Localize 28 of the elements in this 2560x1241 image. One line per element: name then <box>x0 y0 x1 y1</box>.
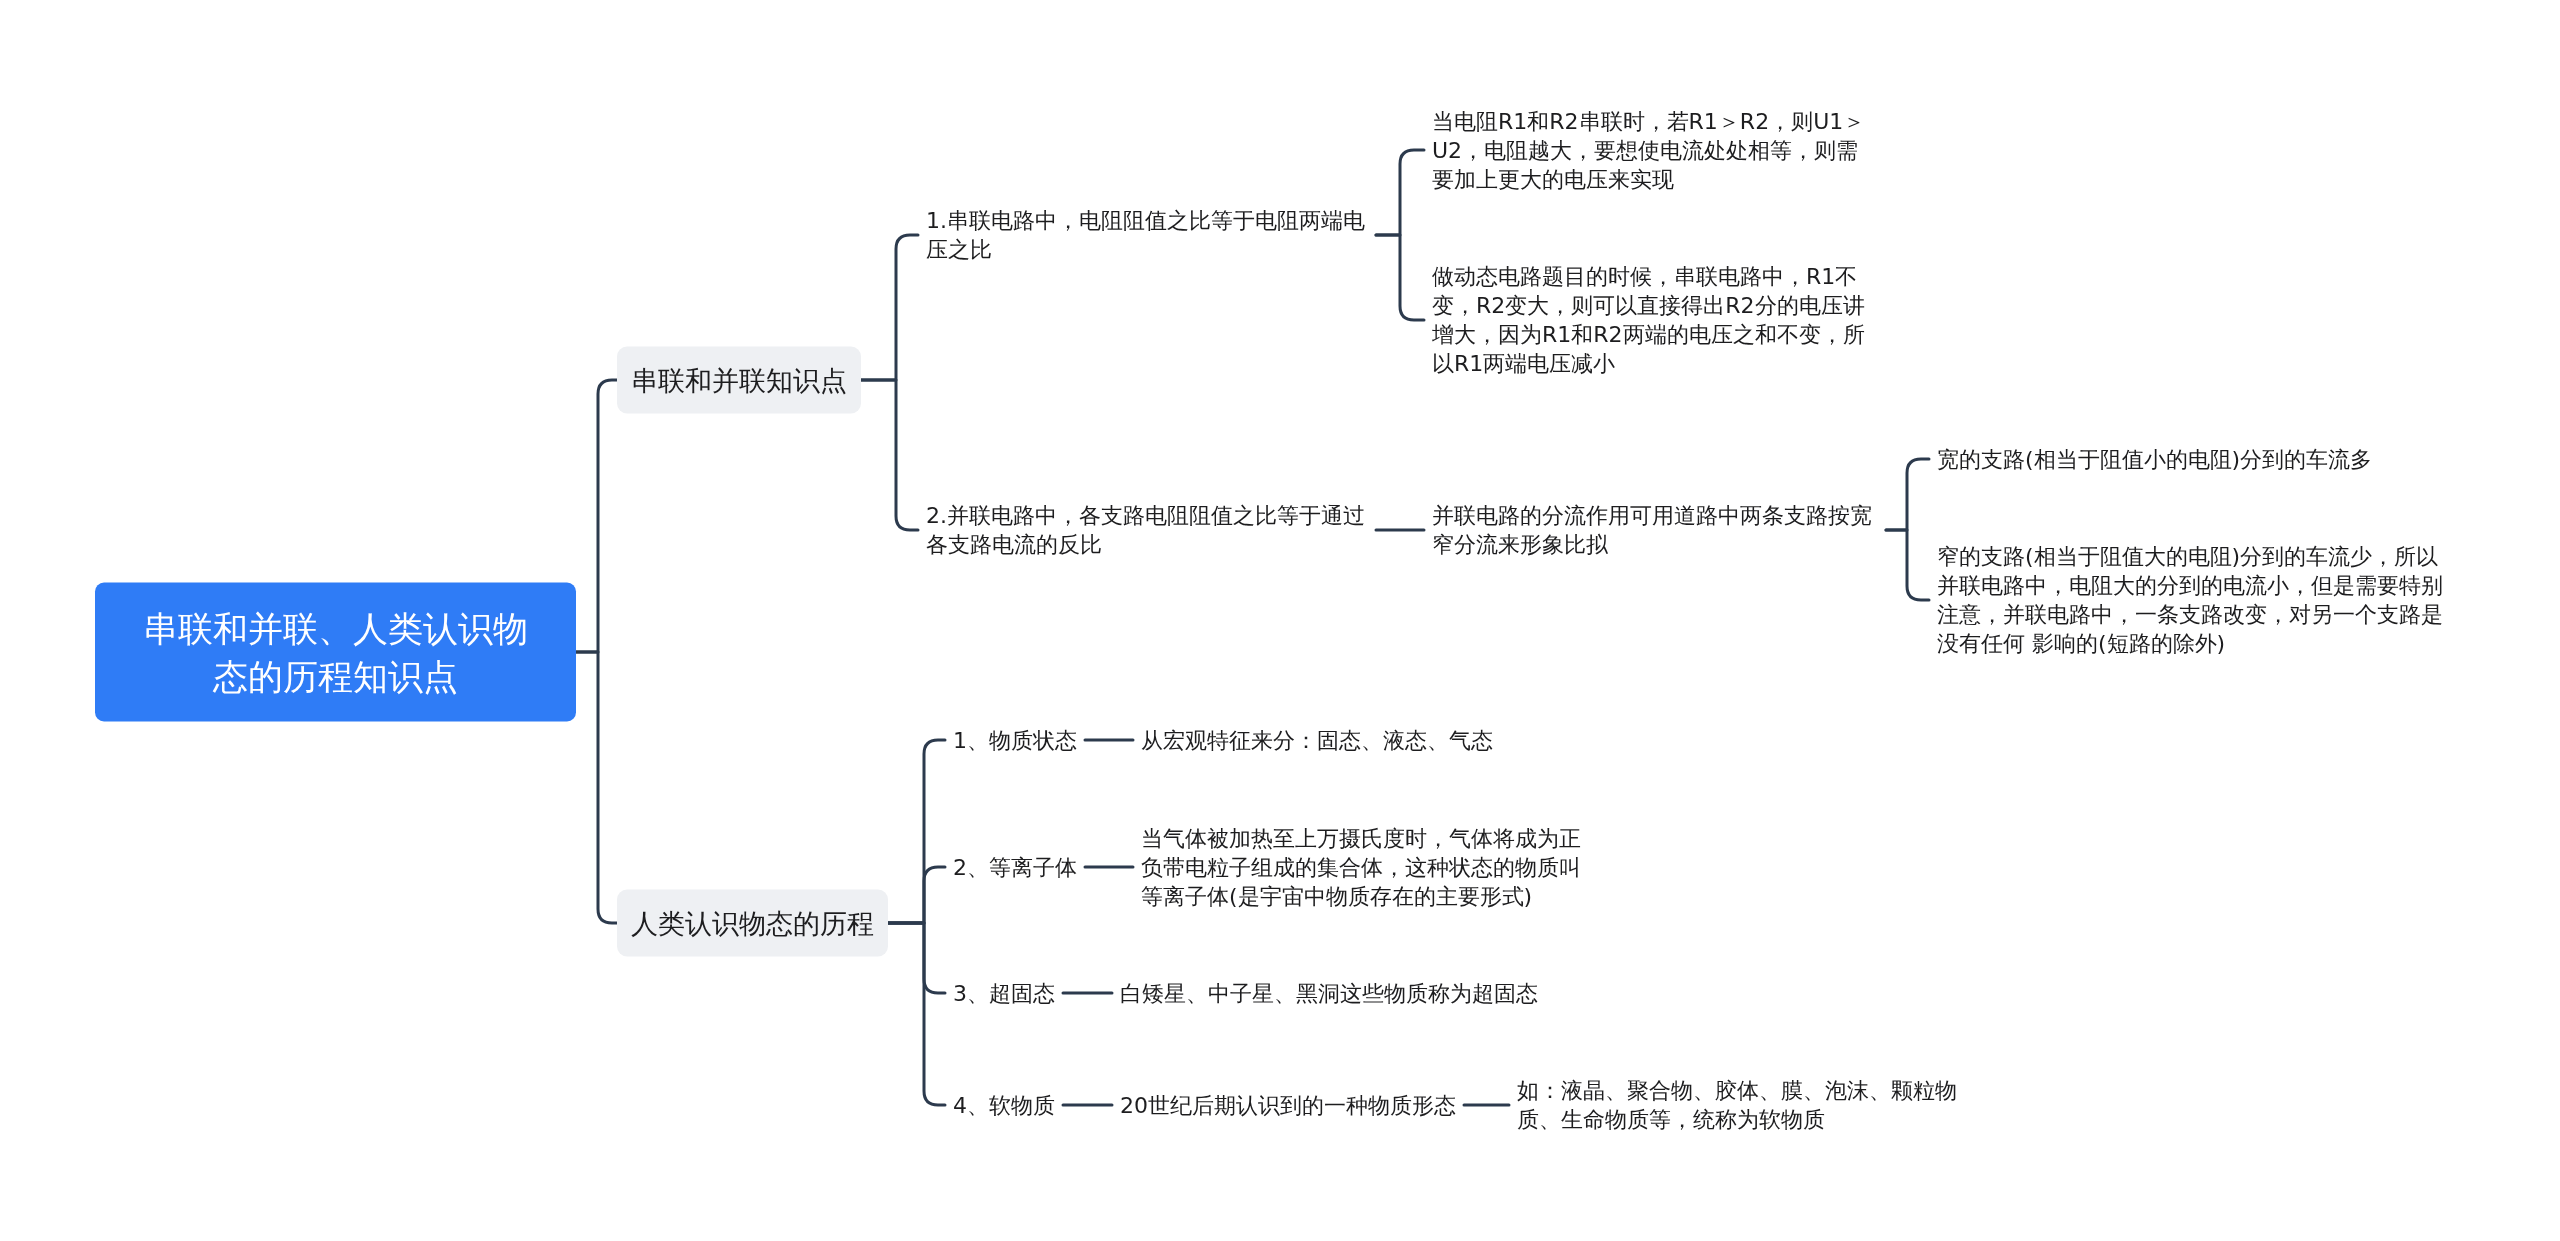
subtopic-text: 白矮星、中子星、黑洞这些物质称为超固态 <box>1112 976 1546 1010</box>
subtopic-text: 1.串联电路中，电阻阻值之比等于电阻两端电压之比 <box>918 204 1376 266</box>
connector-line <box>574 650 619 925</box>
subtopic-text: 4、软物质 <box>945 1088 1063 1122</box>
subtopic-text: 窄的支路(相当于阻值大的电阻)分到的车流少，所以并联电路中，电阻大的分到的电流小，但是需要特别注意，并联电路中，一条支路改变，对另一个支路是没有任何 影响的(短路的除外) <box>1929 540 2461 660</box>
connector-line <box>859 378 920 532</box>
main-topic: 人类认识物态的历程 <box>617 889 888 957</box>
main-topic: 串联和并联知识点 <box>617 346 861 414</box>
central-topic: 串联和并联、人类认识物态的历程知识点 <box>95 582 576 722</box>
connector-line <box>1083 865 1135 869</box>
connector-line <box>1061 1103 1114 1107</box>
subtopic-text: 2.并联电路中，各支路电阻阻值之比等于通过各支路电流的反比 <box>918 499 1376 561</box>
subtopic-text: 从宏观特征来分：固态、液态、气态 <box>1133 723 1501 757</box>
subtopic-text: 当电阻R1和R2串联时，若R1＞R2，则U1＞U2，电阻越大，要想使电流处处相等，则需要加上更大的电压来实现 <box>1424 104 1886 196</box>
subtopic-text: 2、等离子体 <box>945 850 1085 884</box>
connector-line <box>886 921 947 1107</box>
subtopic-text: 3、超固态 <box>945 976 1063 1010</box>
connector-line <box>1374 528 1426 532</box>
connector-line <box>1061 991 1114 995</box>
subtopic-text: 20世纪后期认识到的一种物质形态 <box>1112 1088 1464 1122</box>
subtopic-text: 当气体被加热至上万摄氏度时，气体将成为正负带电粒子组成的集合体，这种状态的物质叫等离子体(是宇宙中物质存在的主要形式) <box>1133 821 1595 913</box>
subtopic-text: 如：液晶、聚合物、胶体、膜、泡沫、颗粒物质、生命物质等，统称为软物质 <box>1509 1074 1971 1136</box>
connector-line <box>1462 1103 1511 1107</box>
connector-line <box>1083 738 1135 742</box>
subtopic-text: 并联电路的分流作用可用道路中两条支路按宽窄分流来形象比拟 <box>1424 499 1886 561</box>
subtopic-text: 1、物质状态 <box>945 723 1085 757</box>
subtopic-text: 宽的支路(相当于阻值小的电阻)分到的车流多 <box>1929 442 2381 476</box>
subtopic-text: 做动态电路题目的时候，串联电路中，R1不变，R2变大，则可以直接得出R2分的电压讲增大，因为R1和R2两端的电压之和不变，所以R1两端电压减小 <box>1424 260 1886 380</box>
